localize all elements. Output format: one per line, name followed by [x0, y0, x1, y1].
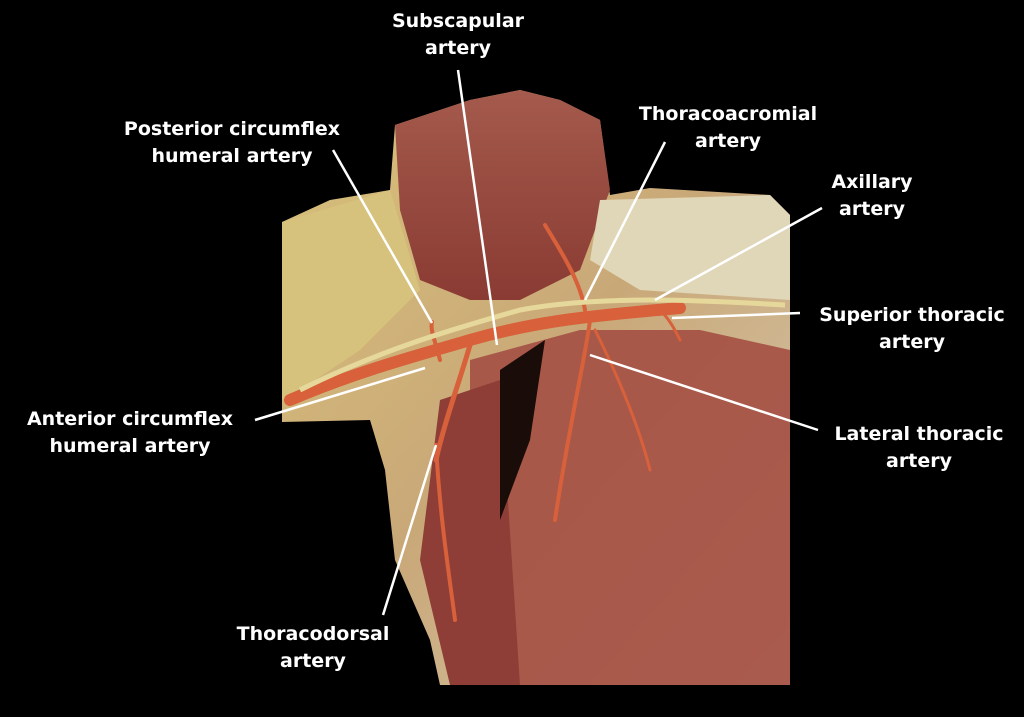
- label-line: Anterior circumflex: [26, 408, 234, 430]
- label-line: artery: [695, 130, 761, 152]
- leader-lateral-thoracic: [589, 353, 819, 432]
- lateral-thoracic-branch: [553, 318, 592, 522]
- label-anterior-circumflex-humeral-artery: Anterior circumflex humeral artery: [27, 406, 233, 460]
- label-line: Posterior circumflex: [123, 118, 341, 140]
- label-line: Subscapular: [391, 10, 525, 32]
- label-line: Lateral thoracic: [834, 423, 1004, 445]
- axillary-artery: [284, 302, 686, 406]
- leader-thoracoacromial: [583, 141, 667, 301]
- leader-anterior-circumflex: [254, 366, 426, 422]
- nerve-cord: [298, 297, 786, 393]
- label-thoracodorsal-artery: Thoracodorsal artery: [237, 621, 390, 675]
- label-line: artery: [839, 198, 905, 220]
- leader-superior-thoracic: [671, 311, 801, 320]
- label-line: Thoracoacromial: [638, 103, 818, 125]
- label-line: artery: [886, 450, 952, 472]
- label-lateral-thoracic-artery: Lateral thoracic artery: [834, 421, 1003, 475]
- leader-posterior-circumflex: [331, 149, 434, 324]
- subscapular-branch: [433, 342, 473, 463]
- label-line: humeral artery: [151, 145, 313, 167]
- leader-subscapular: [456, 69, 499, 346]
- thoracodorsal-branch: [434, 443, 457, 622]
- leader-thoracodorsal: [381, 444, 438, 616]
- label-posterior-circumflex-humeral-artery: Posterior circumflex humeral artery: [124, 116, 340, 170]
- pectoral-fascia: [590, 195, 790, 300]
- leader-axillary: [654, 206, 823, 302]
- label-subscapular-artery: Subscapular artery: [392, 8, 524, 62]
- label-line: artery: [425, 37, 491, 59]
- label-thoracoacromial-artery: Thoracoacromial artery: [639, 101, 817, 155]
- superior-thoracic-branch: [658, 308, 682, 342]
- serratus-region: [420, 380, 520, 685]
- label-line: humeral artery: [49, 435, 211, 457]
- chest-wall-muscle: [470, 330, 790, 685]
- label-axillary-artery: Axillary artery: [831, 169, 912, 223]
- label-line: artery: [879, 331, 945, 353]
- label-line: artery: [280, 650, 346, 672]
- label-line: Thoracodorsal: [236, 623, 390, 645]
- label-line: Axillary: [831, 171, 913, 193]
- axilla-cavity: [500, 340, 545, 520]
- lateral-thoracic-branch-2: [593, 328, 652, 472]
- label-superior-thoracic-artery: Superior thoracic artery: [819, 302, 1005, 356]
- label-line: Superior thoracic: [819, 304, 1005, 326]
